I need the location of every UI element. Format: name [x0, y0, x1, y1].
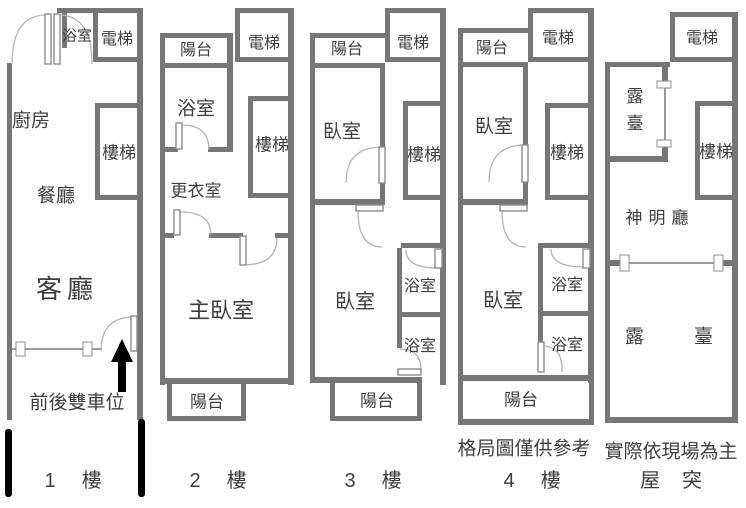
- room-label-master-bedroom-f2: 主臥室: [187, 298, 255, 323]
- f3-doors: [345, 146, 443, 376]
- floor-caption-2-unit: 樓: [226, 470, 247, 492]
- terrace-lower-char-left: 露: [625, 326, 645, 348]
- room-label-bedroom-lower-f4: 臥室: [483, 290, 523, 312]
- floor-caption-4: 4 樓: [503, 471, 560, 491]
- room-label-terrace-lower-f5: 露 臺: [625, 328, 713, 347]
- terrace-lower-char-right: 臺: [693, 326, 713, 348]
- room-label-balcony-bottom-f3: 陽台: [360, 391, 394, 411]
- f1-up-arrow: [111, 339, 133, 392]
- floor-caption-3: 3 樓: [344, 471, 401, 491]
- room-label-bathroom-lower-f3: 浴室: [403, 338, 437, 355]
- room-label-elevator-f2: 電梯: [247, 35, 281, 52]
- parking-note-f1: 前後雙車位: [29, 392, 125, 414]
- note-reference-only: 格局圖僅供參考: [457, 438, 591, 460]
- f4-doors: [488, 144, 591, 373]
- room-label-shrine-f5: 神明廳: [625, 208, 695, 228]
- room-label-elevator-f3: 電梯: [396, 35, 430, 52]
- floor-caption-roof-num: 屋: [640, 470, 660, 492]
- floor-caption-4-unit: 樓: [540, 470, 561, 492]
- room-label-dining-f1: 餐廳: [36, 185, 76, 207]
- f2-doors: [173, 122, 278, 266]
- room-label-stairs-f1: 樓梯: [102, 143, 136, 163]
- room-label-balcony-top-f3: 陽台: [330, 41, 364, 58]
- room-label-balcony-top-f2: 陽台: [179, 42, 213, 59]
- f1-parking-bars: [5, 419, 145, 497]
- room-label-bathroom-upper-f4: 浴室: [550, 277, 584, 294]
- floor-caption-3-unit: 樓: [381, 470, 402, 492]
- room-label-bathroom-f2: 浴室: [176, 98, 216, 120]
- room-label-bedroom-upper-f4: 臥室: [474, 116, 514, 138]
- room-label-elevator-f4: 電梯: [541, 30, 575, 47]
- room-label-bathroom-upper-f3: 浴室: [403, 278, 437, 295]
- f5-terrace-window-horizontal: [619, 254, 724, 272]
- floor-3-walls: [310, 8, 446, 421]
- room-label-terrace-upper-f5: 露臺: [623, 87, 643, 141]
- f1-living-window: [12, 341, 102, 357]
- room-label-elevator-f1: 電梯: [100, 31, 134, 48]
- floor-1-walls: [7, 8, 143, 420]
- room-label-stairs-f4: 樓梯: [550, 143, 584, 163]
- floor-caption-1-num: 1: [44, 470, 56, 492]
- note-actual-site: 實際依現場為主: [604, 441, 738, 463]
- floor-caption-4-num: 4: [503, 470, 515, 492]
- room-label-balcony-top-f4: 陽台: [475, 40, 509, 57]
- room-label-bathroom-lower-f4: 浴室: [550, 337, 584, 354]
- room-label-kitchen-f1: 廚房: [11, 110, 51, 132]
- floor-5-walls: [605, 12, 738, 423]
- room-label-stairs-f3: 樓梯: [407, 145, 441, 165]
- floor-caption-1: 1 樓: [44, 471, 101, 491]
- room-label-closet-f2: 更衣室: [170, 181, 222, 201]
- floor-caption-3-num: 3: [344, 470, 356, 492]
- f1-entry-double-door: [11, 13, 93, 65]
- room-label-balcony-bottom-f2: 陽台: [190, 392, 224, 412]
- f5-terrace-window-vertical: [656, 80, 672, 148]
- room-label-balcony-bottom-f4: 陽台: [504, 390, 538, 410]
- room-label-stairs-f5: 樓梯: [699, 142, 733, 162]
- floor-2-walls: [160, 8, 294, 421]
- f1-living-door: [100, 315, 138, 352]
- room-label-elevator-f5: 電梯: [685, 30, 719, 47]
- floor-caption-roof: 屋 突: [640, 471, 702, 491]
- floor-caption-2: 2 樓: [189, 471, 246, 491]
- room-label-stairs-f2: 樓梯: [255, 135, 289, 155]
- floor-caption-1-unit: 樓: [81, 470, 102, 492]
- room-label-bedroom-lower-f3: 臥室: [335, 291, 375, 313]
- floor-4-walls: [458, 8, 594, 425]
- room-label-bedroom-upper-f3: 臥室: [322, 121, 362, 143]
- room-label-bathroom-f1: 浴室: [61, 27, 93, 45]
- room-label-living-f1: 客廳: [35, 274, 99, 304]
- floor-caption-roof-unit: 突: [682, 470, 702, 492]
- floor-caption-2-num: 2: [189, 470, 201, 492]
